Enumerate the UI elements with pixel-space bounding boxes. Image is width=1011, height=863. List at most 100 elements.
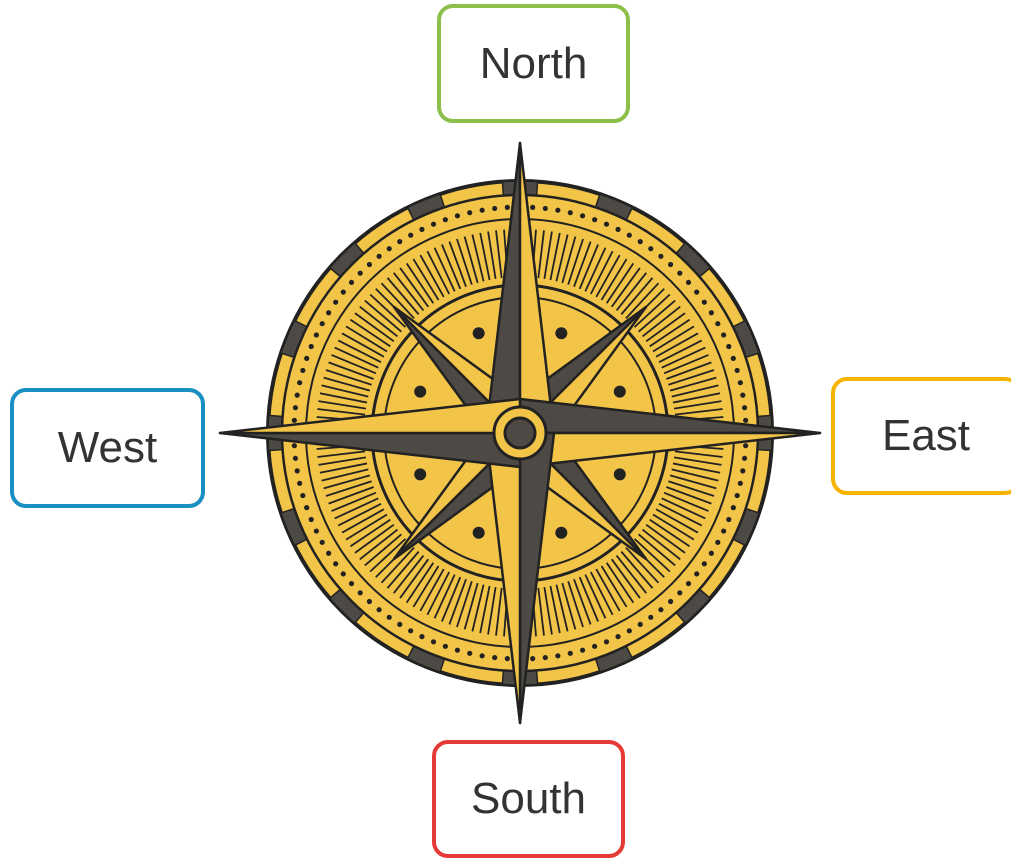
north-label: North	[480, 39, 588, 89]
ring-dot	[419, 227, 424, 232]
ring-dot	[677, 271, 682, 276]
inner-dot	[614, 386, 626, 398]
ring-dot	[615, 227, 620, 232]
ring-dot	[694, 571, 699, 576]
ring-dot	[408, 233, 413, 238]
ring-dot	[742, 405, 747, 410]
ring-dot	[431, 639, 436, 644]
east-label: East	[882, 411, 970, 461]
ring-dot	[314, 332, 319, 337]
ring-dot	[297, 481, 302, 486]
ring-dot	[658, 607, 663, 612]
ring-dot	[455, 648, 460, 653]
ring-dot	[341, 289, 346, 294]
ring-dot	[555, 653, 560, 658]
ring-dot	[740, 393, 745, 398]
ring-dot	[742, 456, 747, 461]
ring-dot	[709, 310, 714, 315]
inner-dot	[414, 386, 426, 398]
ring-dot	[505, 205, 510, 210]
ring-dot	[326, 551, 331, 556]
ring-dot	[615, 634, 620, 639]
ring-dot	[304, 505, 309, 510]
ring-dot	[341, 571, 346, 576]
ring-dot	[431, 222, 436, 227]
compass-face	[220, 143, 820, 723]
ring-dot	[293, 405, 298, 410]
ring-dot	[309, 344, 314, 349]
ring-dot	[580, 648, 585, 653]
ring-dot	[731, 505, 736, 510]
ring-dot	[367, 599, 372, 604]
ring-dot	[297, 380, 302, 385]
ring-dot	[367, 262, 372, 267]
ring-dot	[304, 356, 309, 361]
ring-dot	[358, 590, 363, 595]
ring-dot	[349, 280, 354, 285]
ring-dot	[387, 615, 392, 620]
ring-dot	[715, 540, 720, 545]
ring-dot	[292, 418, 297, 423]
north-label-box: North	[437, 4, 630, 123]
ring-dot	[735, 368, 740, 373]
ring-dot	[492, 206, 497, 211]
ring-dot	[397, 622, 402, 627]
ring-dot	[715, 321, 720, 326]
ring-dot	[295, 468, 300, 473]
ring-dot	[627, 628, 632, 633]
ring-dot	[543, 206, 548, 211]
ring-dot	[648, 246, 653, 251]
ring-dot	[492, 655, 497, 660]
ring-dot	[387, 246, 392, 251]
ring-dot	[743, 418, 748, 423]
ring-dot	[300, 368, 305, 373]
ring-dot	[702, 561, 707, 566]
ring-dot	[738, 380, 743, 385]
ring-dot	[694, 289, 699, 294]
ring-dot	[376, 607, 381, 612]
ring-dot	[455, 213, 460, 218]
ring-dot	[721, 528, 726, 533]
ring-dot	[731, 356, 736, 361]
ring-dot	[397, 239, 402, 244]
ring-dot	[638, 239, 643, 244]
ring-dot	[668, 262, 673, 267]
inner-dot	[555, 327, 567, 339]
ring-dot	[638, 622, 643, 627]
ring-dot	[668, 599, 673, 604]
ring-dot	[743, 443, 748, 448]
inner-dot	[473, 527, 485, 539]
ring-dot	[677, 590, 682, 595]
ring-dot	[686, 280, 691, 285]
ring-dot	[480, 208, 485, 213]
inner-dot	[555, 527, 567, 539]
ring-dot	[702, 300, 707, 305]
ring-dot	[726, 344, 731, 349]
ring-dot	[480, 653, 485, 658]
ring-dot	[292, 443, 297, 448]
ring-dot	[627, 233, 632, 238]
ring-dot	[314, 528, 319, 533]
west-label-box: West	[10, 388, 205, 508]
ring-dot	[709, 551, 714, 556]
ring-dot	[592, 217, 597, 222]
ring-dot	[658, 254, 663, 259]
inner-dot	[614, 468, 626, 480]
ring-dot	[568, 651, 573, 656]
center-hub-inner	[505, 418, 535, 448]
ring-dot	[686, 581, 691, 586]
ring-dot	[738, 481, 743, 486]
ring-dot	[505, 656, 510, 661]
ring-dot	[726, 517, 731, 522]
west-label: West	[58, 423, 157, 473]
ring-dot	[309, 517, 314, 522]
ring-dot	[320, 321, 325, 326]
ring-dot	[300, 493, 305, 498]
ring-dot	[555, 208, 560, 213]
ring-dot	[568, 210, 573, 215]
south-label: South	[471, 774, 586, 824]
ring-dot	[530, 656, 535, 661]
ring-dot	[604, 639, 609, 644]
inner-dot	[473, 327, 485, 339]
ring-dot	[467, 210, 472, 215]
